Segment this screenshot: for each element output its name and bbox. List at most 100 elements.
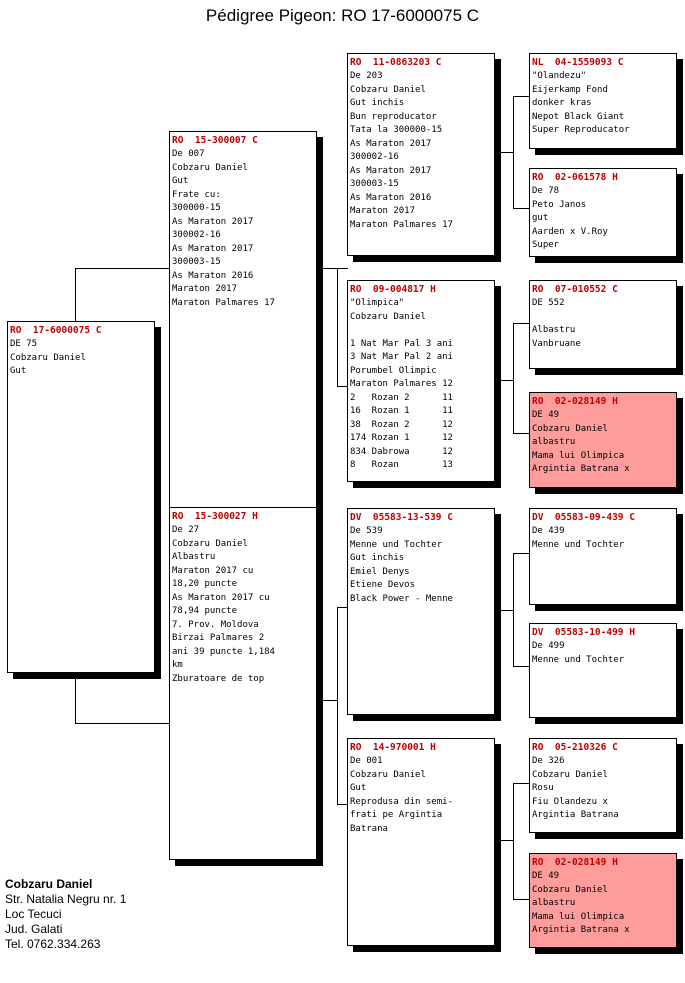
owner-address-line: Str. Natalia Negru nr. 1 [5,892,127,906]
bird-info-line: 3 Nat Mar Pal 2 ani [350,352,453,362]
bird-info-line: Cobzaru Daniel [350,311,426,322]
bird-info-line: Batrana [350,823,388,834]
bird-info-line: Maraton 2017 [172,284,238,294]
connector-line [75,672,76,724]
bird-info-line: Black Power - Menne [350,593,453,604]
bird-info-line: Albastru [532,325,576,335]
ring-number: RO 15-300027 H [172,511,258,522]
connector-line [320,700,337,701]
bird-info-line: gut [532,213,549,223]
bird-info-line: Rosu [532,783,554,793]
bird-info-line: As Maraton 2016 [172,270,254,281]
bird-info-line: As Maraton 2017 [350,165,432,176]
bird-info-line: As Maraton 2016 [350,192,432,203]
bird-info-line: 300003-15 [350,179,399,189]
page-title: Pédigree Pigeon: RO 17-6000075 C [205,6,480,25]
ring-number: RO 02-061578 H [532,172,618,183]
bird-info-line: albastru [532,898,576,908]
bird-info-line: Maraton Palmares 12 [350,379,453,389]
bird-info-line: 300003-15 [172,257,221,267]
bird-info-line: Super [532,240,560,250]
bird-info-line: De 326 [532,756,565,766]
ring-number: RO 09-004817 H [350,284,436,295]
bird-info-line: 7. Prov. Moldova [172,619,259,630]
connector-line [513,783,514,899]
bird-info-line: Porumbel Olimpic [350,365,437,376]
bird-info-line: Cobzaru Daniel [532,423,608,434]
bird-info-line: Cobzaru Daniel [532,884,608,895]
bird-info-line: Gut inchis [350,98,405,108]
connector-line [75,268,170,269]
connector-line [75,268,76,322]
bird-info-line: "Olimpica" [350,298,405,308]
connector-line [337,268,348,269]
bird-info-line: DE 49 [532,871,560,881]
bird-info-line: Maraton Palmares 17 [350,219,453,230]
bird-info-line: Emiel Denys [350,566,410,577]
connector-line [513,323,529,324]
bird-info-line: De 499 [532,641,565,651]
bird-info-line: 18,20 puncte [172,579,238,589]
bird-info-line: 174 Rozan 1 12 [350,433,453,443]
bird-info-line: Maraton 2017 cu [172,565,254,576]
bird-info-line: Maraton Palmares 17 [172,297,275,308]
bird-info-line: Maraton 2017 [350,206,416,216]
bird-info-line: As Maraton 2017 cu [172,592,270,603]
bird-info-line: De 007 [172,149,205,159]
bird-info-line: Argintia Batrana x [532,925,630,935]
bird-info-line: Eijerkamp Fond [532,84,608,95]
bird-info-line: 300000-15 [172,203,221,213]
connector-line [513,666,529,667]
bird-info-line: De 203 [350,71,383,81]
connector-line [496,840,513,841]
bird-info-line: 300002-16 [350,152,399,162]
bird-info-line: De 539 [350,526,383,536]
connector-line [513,96,529,97]
bird-info-line: Albastru [172,552,216,562]
bird-info-line: Birzai Palmares 2 [172,633,265,643]
bird-info-line: De 439 [532,526,565,536]
bird-info-line: Gut inchis [350,553,405,563]
bird-info-line: Etiene Devos [350,580,416,590]
bird-info-line: Cobzaru Daniel [172,538,248,549]
bird-info-line: donker kras [532,98,592,108]
bird-info-line: 78,94 puncte [172,606,238,616]
bird-info-line: Vanbruane [532,338,581,349]
bird-info-line: 1 Nat Mar Pal 3 ani [350,338,453,349]
ring-number: RO 05-210326 C [532,742,618,753]
bird-info-line: Mama lui Olimpica [532,911,625,922]
connector-line [513,208,529,209]
bird-info-line: 8 Rozan 13 [350,460,453,470]
bird-info-line: Cobzaru Daniel [10,352,86,363]
ring-number: RO 14-970001 H [350,742,436,753]
bird-info-line: Menne und Tochter [532,654,625,665]
bird-info-line: Cobzaru Daniel [350,84,426,95]
connector-line [337,607,338,804]
connector-line [496,380,513,381]
bird-info-line: Nepot Black Giant [532,111,625,122]
bird-info-line: DE 49 [532,410,560,420]
bird-info-line: Gut [350,783,367,793]
bird-info-line: Argintia Batrana x [532,464,630,474]
connector-line [513,323,514,433]
connector-line [496,152,513,153]
bird-info-line: ani 39 puncte 1,184 [172,646,275,657]
bird-info-line: Menne und Tochter [350,539,443,550]
bird-info-line: De 27 [172,525,200,535]
bird-info-line: De 001 [350,756,383,766]
ring-number: RO 15-300007 C [172,135,258,146]
owner-address-line: Jud. Galati [5,922,63,936]
bird-info-line: As Maraton 2017 [350,138,432,149]
